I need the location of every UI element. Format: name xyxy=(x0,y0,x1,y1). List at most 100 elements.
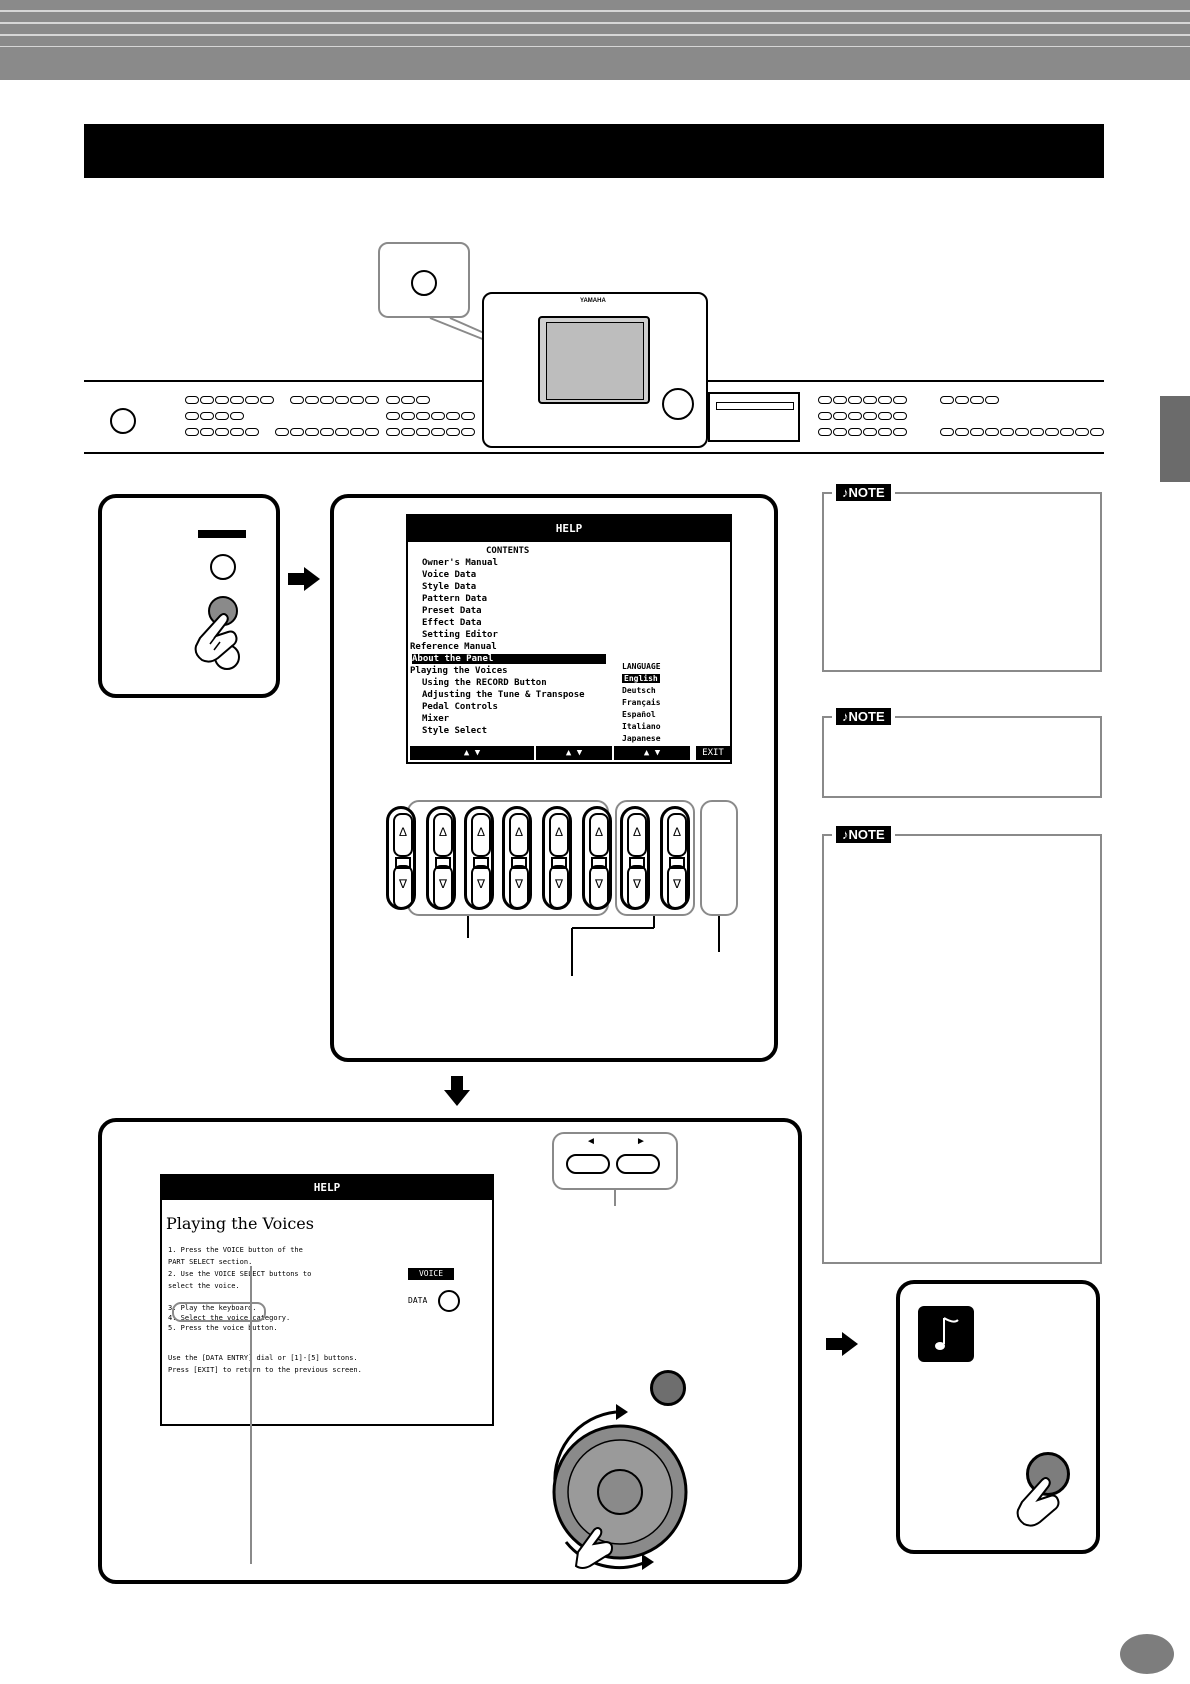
tab-left-button[interactable] xyxy=(566,1154,610,1174)
function-button[interactable]: Δ∇ xyxy=(386,806,416,910)
panel-button xyxy=(401,428,415,436)
help-item[interactable]: Preset Data xyxy=(422,606,482,616)
panel-button xyxy=(431,412,445,420)
panel-button xyxy=(863,396,877,404)
help-item[interactable]: Voice Data xyxy=(422,570,477,580)
help-item[interactable]: Owner's Manual xyxy=(422,558,498,568)
enter-button[interactable] xyxy=(650,1370,686,1406)
panel-button xyxy=(1000,428,1014,436)
master-volume-knob xyxy=(110,408,136,434)
language-option[interactable]: LANGUAGE xyxy=(622,662,661,671)
help-page-heading: Playing the Voices xyxy=(166,1214,314,1233)
help-item[interactable]: Adjusting the Tune & Transpose xyxy=(422,690,585,700)
panel-button xyxy=(878,428,892,436)
tab-2[interactable]: ▲ ▼ xyxy=(536,746,612,760)
disk-drive xyxy=(708,392,800,442)
help-label-bar xyxy=(198,530,246,538)
panel-button xyxy=(848,396,862,404)
button-divider xyxy=(591,857,607,869)
up-arrow-icon: Δ xyxy=(667,813,687,857)
panel-button xyxy=(290,428,304,436)
language-option[interactable]: Japanese xyxy=(622,734,661,743)
function-button[interactable]: Δ∇ xyxy=(464,806,494,910)
language-option[interactable]: Español xyxy=(622,710,656,719)
panel-button xyxy=(970,396,984,404)
panel-button xyxy=(818,396,832,404)
panel-button xyxy=(305,428,319,436)
panel-button xyxy=(1045,428,1059,436)
function-button[interactable]: Δ∇ xyxy=(620,806,650,910)
panel-button xyxy=(893,412,907,420)
group-leader-lines xyxy=(467,916,720,976)
help-item[interactable]: Style Select xyxy=(422,726,488,736)
tab-right-button[interactable] xyxy=(616,1154,660,1174)
help-item[interactable]: Reference Manual xyxy=(410,642,497,652)
chapter-tab xyxy=(1160,396,1190,482)
dial-label: DATA xyxy=(408,1296,428,1305)
help-item[interactable]: Pedal Controls xyxy=(422,702,498,712)
console-lcd-inner xyxy=(546,322,644,400)
help-item[interactable]: Mixer xyxy=(422,714,450,724)
function-button[interactable]: Δ∇ xyxy=(426,806,456,910)
help-item[interactable]: Setting Editor xyxy=(422,630,498,640)
tab-left-arrow: ◄ xyxy=(586,1136,596,1147)
panel-button xyxy=(335,428,349,436)
down-arrow-icon: ∇ xyxy=(471,865,491,909)
help-item[interactable]: Playing the Voices xyxy=(410,666,508,676)
panel-bottom-edge xyxy=(84,452,1104,454)
panel-button xyxy=(1030,428,1044,436)
tab-button-group xyxy=(552,1132,678,1190)
function-button[interactable]: Δ∇ xyxy=(660,806,690,910)
data-entry-dial[interactable] xyxy=(536,1382,706,1582)
panel-button xyxy=(185,412,199,420)
dial-icon xyxy=(438,1290,460,1312)
up-arrow-icon: Δ xyxy=(471,813,491,857)
section-title-bar xyxy=(84,124,1104,178)
panel-button xyxy=(365,428,379,436)
exit-button[interactable] xyxy=(1026,1452,1070,1496)
up-arrow-icon: Δ xyxy=(627,813,647,857)
highlight-oval xyxy=(172,1302,266,1322)
button-divider xyxy=(669,857,685,869)
panel-button xyxy=(940,428,954,436)
button-divider xyxy=(473,857,489,869)
function-button[interactable]: Δ∇ xyxy=(542,806,572,910)
language-option[interactable]: Italiano xyxy=(622,722,661,731)
panel-button xyxy=(401,412,415,420)
down-arrow-icon: ∇ xyxy=(667,865,687,909)
note-badge-2: ♪NOTE xyxy=(836,708,891,725)
panel-button xyxy=(386,396,400,404)
panel-button xyxy=(200,412,214,420)
panel-button xyxy=(200,428,214,436)
tab-leader-line xyxy=(614,1190,616,1206)
panel-button xyxy=(893,396,907,404)
up-arrow-icon: Δ xyxy=(509,813,529,857)
step1-box xyxy=(98,494,280,698)
function-button[interactable]: Δ∇ xyxy=(502,806,532,910)
panel-button xyxy=(955,396,969,404)
language-option[interactable]: English xyxy=(622,674,660,683)
help-item[interactable]: Style Data xyxy=(422,582,477,592)
panel-button xyxy=(833,428,847,436)
language-option[interactable]: Français xyxy=(622,698,661,707)
panel-button xyxy=(320,428,334,436)
function-button[interactable]: Δ∇ xyxy=(582,806,612,910)
tab-exit[interactable]: EXIT xyxy=(696,746,730,760)
tab-3[interactable]: ▲ ▼ xyxy=(614,746,690,760)
panel-button xyxy=(955,428,969,436)
down-arrow-icon: ∇ xyxy=(589,865,609,909)
tab-1[interactable]: ▲ ▼ xyxy=(410,746,534,760)
panel-button xyxy=(230,412,244,420)
contents-header: CONTENTS xyxy=(486,546,530,556)
help-text-line: Use the [DATA ENTRY] dial or [1]-[5] but… xyxy=(168,1354,358,1362)
panel-button xyxy=(878,412,892,420)
panel-button xyxy=(275,428,289,436)
help-item[interactable]: Pattern Data xyxy=(422,594,488,604)
panel-button xyxy=(230,396,244,404)
help-page-screen: HELP Playing the Voices 1. Press the VOI… xyxy=(160,1174,494,1426)
help-item[interactable]: Effect Data xyxy=(422,618,482,628)
help-item[interactable]: About the Panel xyxy=(412,654,606,664)
header-band xyxy=(0,0,1190,80)
help-item[interactable]: Using the RECORD Button xyxy=(422,678,547,688)
language-option[interactable]: Deutsch xyxy=(622,686,656,695)
